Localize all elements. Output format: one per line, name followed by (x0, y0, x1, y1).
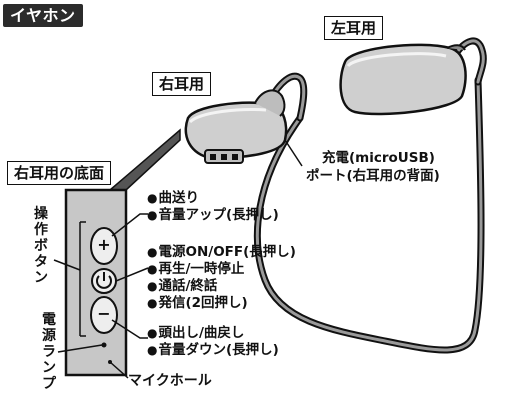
lamp-leader (57, 344, 103, 353)
minus-function-1: ●頭出し/曲戻し (147, 325, 245, 341)
plus-function-2: ●音量アップ(長押し) (147, 207, 279, 223)
right-earpiece (184, 89, 288, 164)
page-title: イヤホン (3, 4, 83, 27)
mic-hole-label: マイクホール (128, 373, 212, 389)
right-ear-label: 右耳用 (152, 72, 212, 96)
minus-leader (111, 319, 148, 339)
power-lamp-label: 電源ランプ (42, 312, 56, 392)
power-button[interactable] (93, 269, 115, 293)
charge-port-label-2: ポート(右耳用の背面) (306, 168, 440, 184)
power-function-2: ●再生/一時停止 (147, 261, 245, 277)
power-function-4: ●発信(2回押し) (147, 295, 248, 311)
plus-button[interactable]: + (97, 235, 111, 254)
left-ear-label: 左耳用 (324, 16, 384, 40)
minus-button[interactable]: − (97, 304, 111, 323)
power-function-1: ●電源ON/OFF(長押し) (147, 244, 296, 260)
right-bottom-label: 右耳用の底面 (7, 161, 112, 185)
power-function-3: ●通話/終話 (147, 278, 218, 294)
charge-port-label-1: 充電(microUSB) (322, 150, 435, 166)
right-bottom-panel (53, 128, 181, 377)
charge-port-leader (284, 139, 303, 167)
plus-leader (111, 213, 148, 237)
power-leader (115, 267, 149, 282)
neckband-wire (253, 76, 485, 354)
mic-leader (109, 361, 129, 379)
plus-function-1: ●曲送り (147, 190, 199, 206)
operation-buttons-label: 操作ボタン (34, 206, 48, 286)
left-earpiece (339, 43, 467, 116)
minus-function-2: ●音量ダウン(長押し) (147, 342, 279, 358)
